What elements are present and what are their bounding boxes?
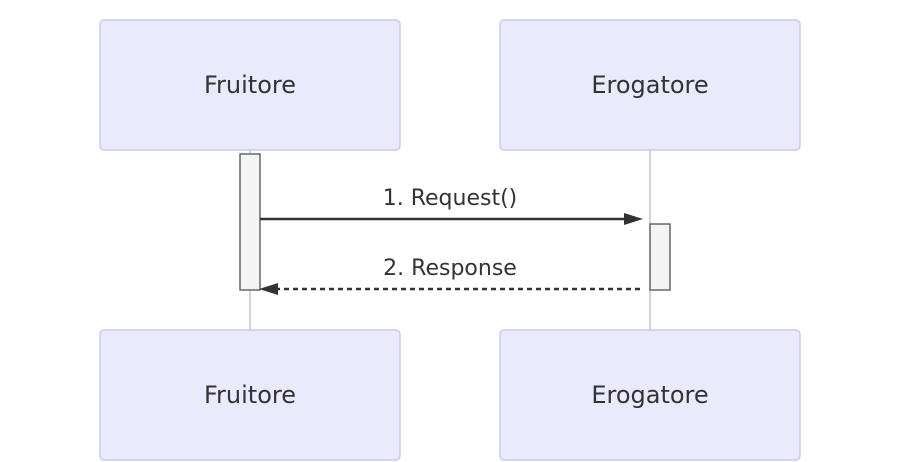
actor-label: Erogatore xyxy=(591,381,708,409)
activation-erogatore xyxy=(649,223,671,291)
arrowhead xyxy=(259,283,278,295)
message-label: 2. Response xyxy=(383,256,517,281)
message-request: 1. Request() xyxy=(260,186,643,225)
actor-bottom-fruitore: Fruitore xyxy=(99,329,401,461)
actor-box xyxy=(99,19,401,151)
actor-label: Fruitore xyxy=(204,71,296,99)
actor-top-erogatore: Erogatore xyxy=(499,19,801,151)
message-label: 1. Request() xyxy=(383,186,518,211)
actor-bottom-erogatore: Erogatore xyxy=(499,329,801,461)
message-response: 2. Response xyxy=(259,256,640,295)
actor-top-fruitore: Fruitore xyxy=(99,19,401,151)
arrowhead xyxy=(624,213,643,225)
actor-box xyxy=(99,329,401,461)
activation-fruitore xyxy=(239,153,261,291)
actor-box xyxy=(499,329,801,461)
actor-label: Erogatore xyxy=(591,71,708,99)
actor-box xyxy=(499,19,801,151)
actor-label: Fruitore xyxy=(204,381,296,409)
